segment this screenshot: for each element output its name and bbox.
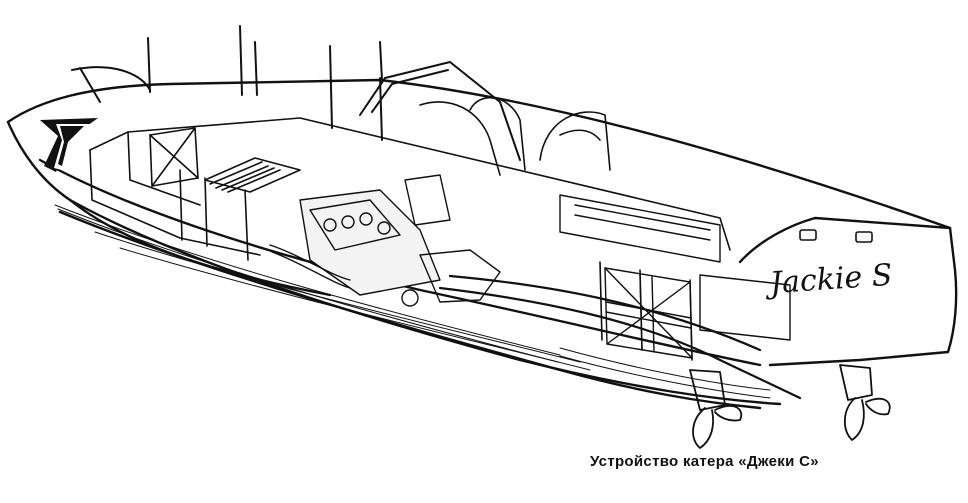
windscreen: [359, 61, 521, 161]
propeller-starboard: [689, 369, 743, 449]
propeller-port: [839, 364, 891, 441]
hull: [6, 78, 958, 410]
cockpit-seats: [419, 96, 611, 176]
engine: [269, 174, 501, 307]
bow-chevron-stripes: [40, 118, 98, 172]
aft-tanks: [559, 194, 791, 341]
antennas: [147, 25, 383, 129]
hull-planking: [54, 204, 771, 399]
bow-rail: [71, 66, 151, 103]
drive-shaft: [438, 274, 802, 400]
union-flag-panel: [604, 267, 693, 359]
figure-caption: Устройство катера «Джеки С»: [590, 453, 819, 470]
transom-portholes: [799, 229, 873, 243]
